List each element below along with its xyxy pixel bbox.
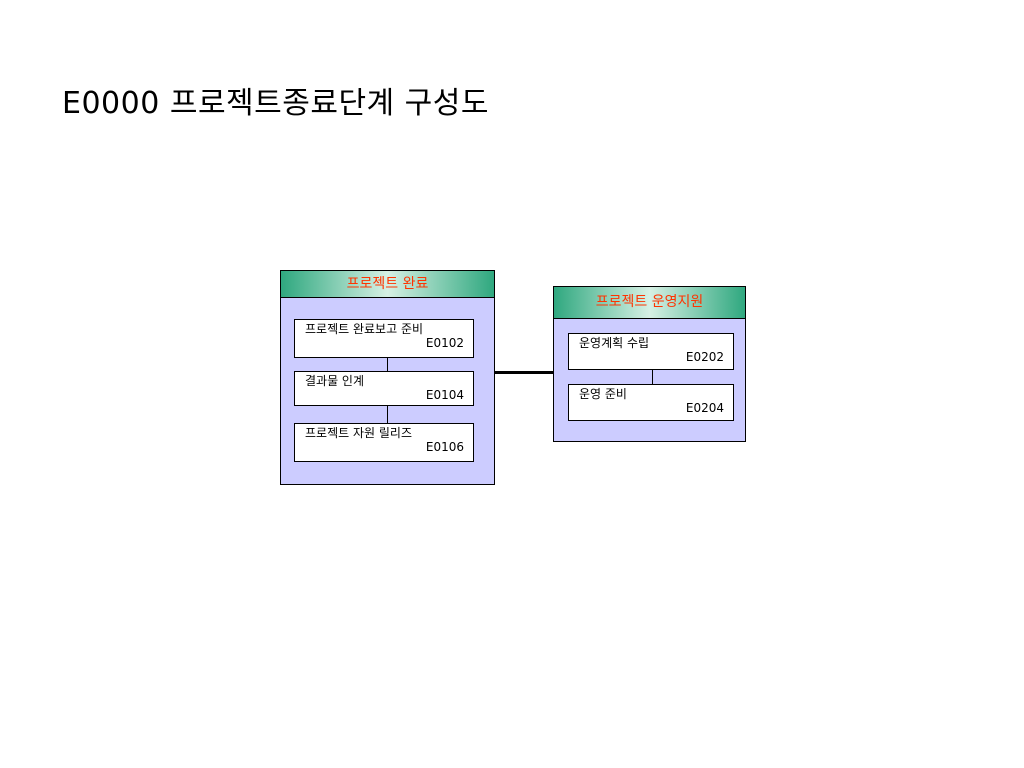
task-code: E0202 bbox=[685, 350, 724, 364]
group-connector-line bbox=[495, 371, 553, 374]
task-box: 프로젝트 자원 릴리즈 E0106 bbox=[294, 423, 474, 462]
group-title: 프로젝트 완료 bbox=[281, 271, 494, 298]
connector-line bbox=[652, 369, 653, 385]
connector-line bbox=[387, 357, 388, 372]
task-code: E0204 bbox=[685, 401, 724, 415]
task-name: 운영 준비 bbox=[579, 387, 627, 401]
task-code: E0104 bbox=[425, 388, 464, 402]
task-name: 프로젝트 자원 릴리즈 bbox=[305, 426, 412, 440]
task-box: 프로젝트 완료보고 준비 E0102 bbox=[294, 319, 474, 358]
task-name: 프로젝트 완료보고 준비 bbox=[305, 322, 424, 336]
task-box: 결과물 인계 E0104 bbox=[294, 371, 474, 406]
task-box: 운영 준비 E0204 bbox=[568, 384, 734, 421]
task-name: 운영계획 수립 bbox=[579, 336, 650, 350]
page-title: E0000 프로젝트종료단계 구성도 bbox=[62, 86, 489, 121]
task-name: 결과물 인계 bbox=[305, 374, 365, 388]
connector-line bbox=[387, 405, 388, 424]
task-code: E0102 bbox=[425, 336, 464, 350]
task-box: 운영계획 수립 E0202 bbox=[568, 333, 734, 370]
task-code: E0106 bbox=[425, 440, 464, 454]
group-title: 프로젝트 운영지원 bbox=[554, 287, 745, 319]
